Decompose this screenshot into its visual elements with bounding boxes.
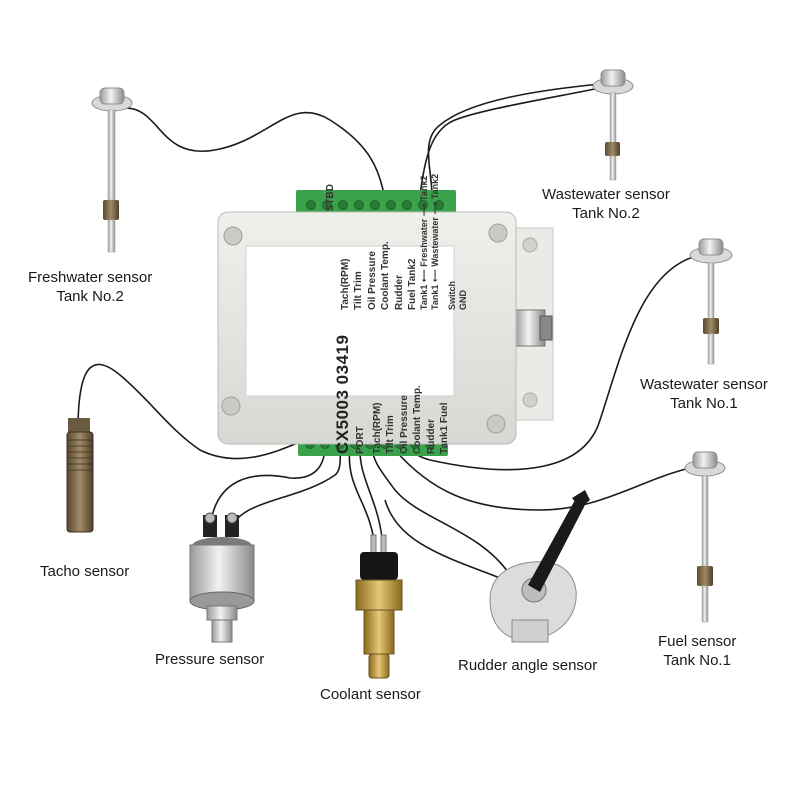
port-terminal: Tach(RPM) — [372, 402, 383, 454]
wire-pressure-a — [209, 444, 326, 529]
switch-gnd-list: Switch GND — [447, 280, 468, 310]
port-terminal: Rudder — [425, 419, 437, 454]
control-module — [217, 190, 554, 456]
port-terminal: Oil Pressure — [398, 395, 410, 454]
rudder-angle-sensor — [489, 490, 590, 643]
mount-hole-br — [486, 414, 506, 434]
wire-fuel-tank1 — [394, 449, 691, 511]
wire-coolant-a — [348, 444, 376, 549]
port-heading: PORT — [355, 426, 366, 454]
stbd-terminal: Rudder — [393, 275, 405, 310]
wire-wastewater-tank2-b — [427, 83, 601, 196]
fuel-tank1-label: Fuel sensor Tank No.1 — [658, 633, 737, 669]
wire-rudder-a — [371, 444, 511, 576]
fuel-sensor-tank1 — [684, 451, 726, 623]
port-terminal-list: Tach(RPM) Tilt Trim Oil Pressure Coolant… — [371, 385, 451, 454]
wire-wastewater-tank2-a — [419, 87, 601, 196]
wire-wastewater-tank1 — [409, 255, 698, 471]
stbd-terminal: Tilt Trim — [353, 271, 365, 310]
wastewater-tank1-label: Wastewater sensor Tank No.1 — [640, 376, 768, 412]
stbd-terminal-list: Tach(RPM) Tilt Trim Oil Pressure Coolant… — [339, 241, 419, 310]
top-terminal-screws — [306, 200, 444, 210]
wastewater-sensor-tank2 — [592, 69, 634, 181]
wire-freshwater-tank2 — [125, 107, 386, 201]
tacho-sensor — [66, 418, 94, 533]
shared-terminal: Tank1 ⟵ Wastewater ⟶ Tank2 — [430, 173, 440, 310]
freshwater-tank2-label: Freshwater sensor Tank No.2 — [28, 269, 153, 305]
shared-terminal: Tank1 ⟵ Freshwater ⟶ Tank2 — [419, 175, 429, 310]
wire-pressure-b — [231, 444, 342, 529]
wire-coolant-b — [359, 444, 384, 549]
stbd-terminal: Coolant Temp. — [380, 241, 392, 310]
freshwater-sensor-tank2 — [91, 87, 133, 253]
module-sticker — [245, 245, 455, 397]
wastewater-tank2-label: Wastewater sensor Tank No.2 — [542, 186, 670, 222]
port-terminal: Tilt Trim — [385, 415, 397, 454]
port-terminal: Coolant Temp. — [412, 385, 424, 454]
shared-terminal-list: Tank1 ⟵ Freshwater ⟶ Tank2 Tank1 ⟵ Waste… — [419, 174, 441, 310]
stbd-heading: STBD — [325, 184, 336, 212]
tacho-label: Tacho sensor — [40, 563, 130, 580]
wire-tacho — [77, 363, 306, 460]
rudder-label: Rudder angle sensor — [458, 657, 598, 674]
mount-hole-tl — [223, 226, 243, 246]
port-terminal: Tank1 Fuel — [439, 402, 451, 455]
pressure-sensor — [189, 512, 255, 643]
module-model: CX5003 03419 — [333, 334, 352, 454]
pressure-label: Pressure sensor — [155, 651, 265, 668]
mount-hole-bl — [221, 396, 241, 416]
wastewater-sensor-tank1 — [689, 238, 733, 365]
stbd-terminal: Oil Pressure — [366, 251, 378, 310]
stbd-terminal: Fuel Tank2 — [407, 258, 419, 311]
mount-hole-tr — [488, 223, 508, 243]
coolant-label: Coolant sensor — [320, 686, 421, 703]
coolant-sensor — [355, 534, 403, 679]
stbd-terminal: Tach(RPM) — [340, 258, 351, 310]
connector-plug — [514, 309, 553, 347]
